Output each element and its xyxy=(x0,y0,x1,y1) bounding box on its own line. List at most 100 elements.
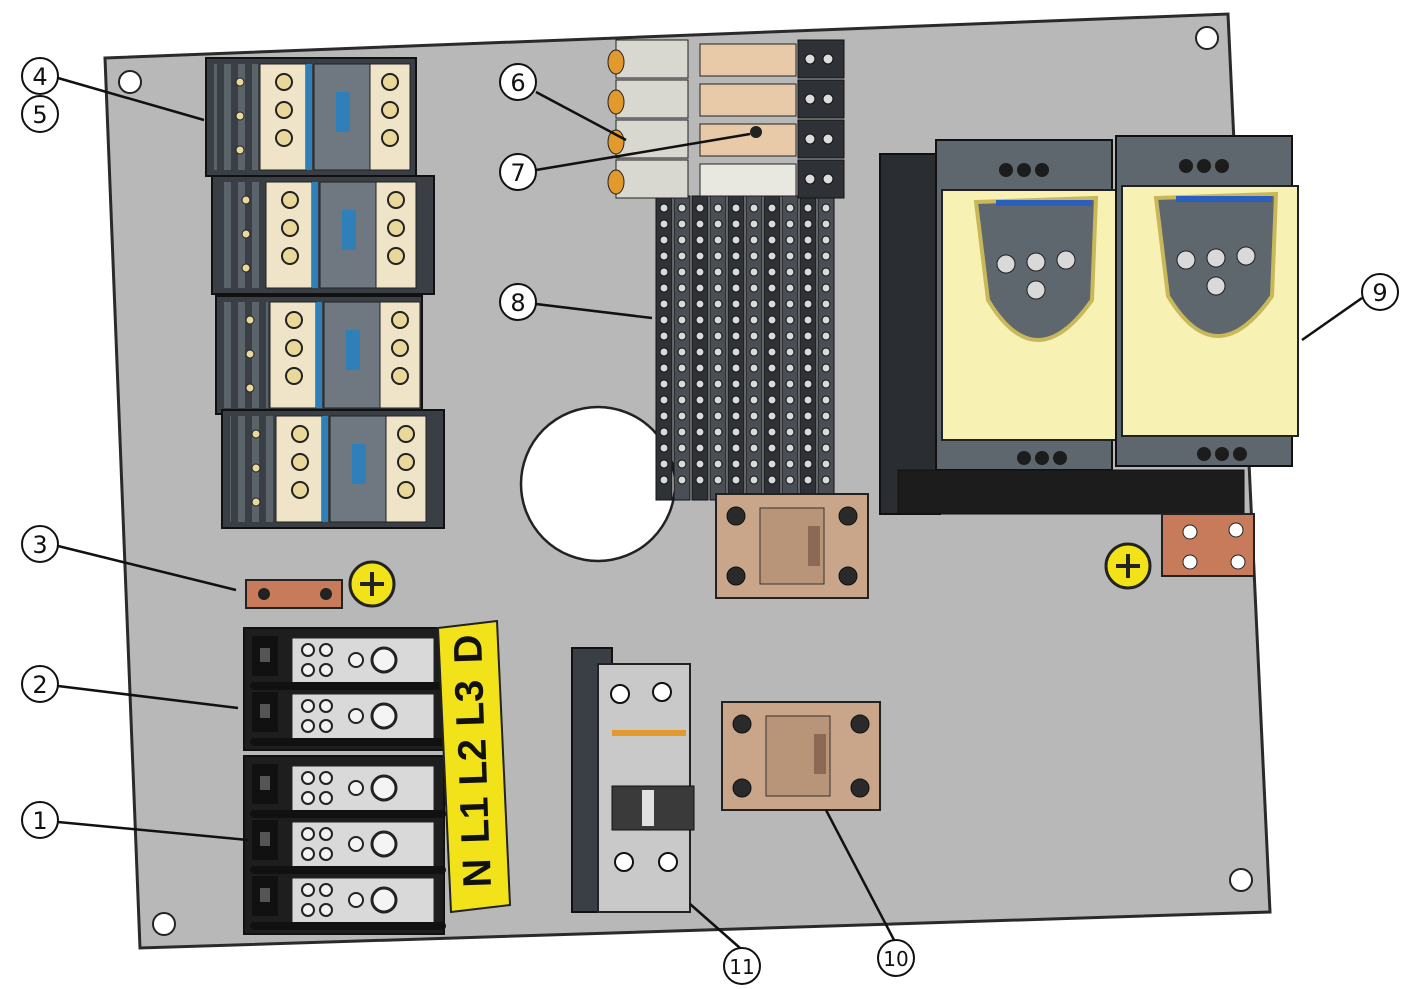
terminal-screw xyxy=(821,379,831,389)
terminal-screw xyxy=(677,267,687,277)
terminal-screw xyxy=(767,395,777,405)
terminal-screw xyxy=(659,395,669,405)
contactor-1 xyxy=(205,57,417,177)
terminal-screw xyxy=(767,363,777,373)
terminal-screw xyxy=(803,347,813,357)
circuit-breaker xyxy=(571,647,695,913)
terminal-screw xyxy=(301,643,315,657)
terminal-screw xyxy=(659,299,669,309)
terminal-screw xyxy=(821,331,831,341)
ground-screw-cross xyxy=(360,572,384,596)
terminal-screw xyxy=(804,133,816,145)
terminal-screw xyxy=(785,283,795,293)
terminal-screw xyxy=(821,427,831,437)
terminal-screw xyxy=(713,443,723,453)
terminal-main-screw xyxy=(370,646,398,674)
terminal-screw xyxy=(767,283,777,293)
callout-8: 8 xyxy=(499,283,537,321)
terminal-screw xyxy=(803,411,813,421)
terminal-screw xyxy=(713,203,723,213)
terminal-screw xyxy=(275,129,293,147)
contactor-stripe xyxy=(306,64,312,170)
terminal-screw xyxy=(821,411,831,421)
terminal-screw xyxy=(821,315,831,325)
busbar-screw xyxy=(1230,554,1246,570)
terminal-clamp-screw xyxy=(348,892,364,908)
svg-text:4: 4 xyxy=(32,63,47,91)
mounting-hole xyxy=(118,70,142,94)
terminal-screw xyxy=(822,53,834,65)
relay-base xyxy=(615,159,689,199)
terminal-screw xyxy=(749,283,759,293)
terminal-separator xyxy=(250,682,446,690)
terminal-screw xyxy=(767,427,777,437)
terminal-screw xyxy=(291,481,309,499)
terminal-screw xyxy=(319,719,333,733)
terminal-screw xyxy=(731,379,741,389)
terminal-screw xyxy=(821,283,831,293)
relay-base xyxy=(615,119,689,159)
contactor-stack xyxy=(205,57,445,529)
drive-top-terminal xyxy=(1017,163,1031,177)
terminal-screw xyxy=(677,475,687,485)
breaker-terminal xyxy=(652,682,672,702)
terminal-clamp-screw xyxy=(348,708,364,724)
terminal-screw xyxy=(281,247,299,265)
terminal-label-L1: L1 xyxy=(452,796,498,844)
callout-9: 9 xyxy=(1361,273,1399,311)
terminal-screw xyxy=(803,203,813,213)
terminal-screw xyxy=(659,347,669,357)
terminal-screw xyxy=(695,235,705,245)
terminal-screw xyxy=(731,363,741,373)
terminal-screw xyxy=(767,411,777,421)
terminal-main-screw xyxy=(370,702,398,730)
terminal-screw xyxy=(291,453,309,471)
terminal-screw xyxy=(785,443,795,453)
terminal-screw xyxy=(767,347,777,357)
ssr-screw xyxy=(850,778,870,798)
drive-top-terminal xyxy=(1035,163,1049,177)
terminal-screw xyxy=(821,235,831,245)
terminal-screw xyxy=(695,443,705,453)
terminal-screw xyxy=(731,459,741,469)
terminal-screw xyxy=(713,363,723,373)
drive-button xyxy=(1176,250,1196,270)
terminal-screw xyxy=(767,475,777,485)
relay-indicator xyxy=(607,49,625,75)
terminal-screw xyxy=(677,443,687,453)
callout-4: 4 xyxy=(21,57,59,95)
terminal-screw xyxy=(749,379,759,389)
contactor-stripe xyxy=(316,302,322,408)
terminal-screw xyxy=(677,235,687,245)
terminal-screw xyxy=(319,847,333,861)
terminal-screw xyxy=(785,347,795,357)
relay-indicator xyxy=(607,89,625,115)
terminal-screw xyxy=(301,791,315,805)
terminal-screw xyxy=(281,219,299,237)
terminal-entry-hole xyxy=(260,832,270,846)
drive-button xyxy=(1026,280,1046,300)
terminal-screw xyxy=(695,395,705,405)
terminal-screw xyxy=(749,331,759,341)
terminal-screw xyxy=(659,363,669,373)
ssr-screw xyxy=(726,506,746,526)
terminal-screw xyxy=(803,443,813,453)
busbar-screw xyxy=(1182,554,1198,570)
terminal-screw xyxy=(731,427,741,437)
drive-1 xyxy=(935,139,1119,471)
contactor-stripe xyxy=(322,416,328,522)
small-screw xyxy=(235,111,245,121)
mounting-hole xyxy=(152,912,176,936)
terminal-screw xyxy=(677,379,687,389)
callout-6: 6 xyxy=(499,63,537,101)
relay-indicator xyxy=(607,169,625,195)
terminal-separator xyxy=(250,810,446,818)
terminal-screw xyxy=(275,101,293,119)
terminal-screw xyxy=(677,411,687,421)
terminal-screw xyxy=(749,235,759,245)
small-screw xyxy=(235,77,245,87)
terminal-entry-hole xyxy=(260,888,270,902)
terminal-block-group-1 xyxy=(243,627,446,751)
terminal-screw xyxy=(285,339,303,357)
terminal-screw xyxy=(319,903,333,917)
